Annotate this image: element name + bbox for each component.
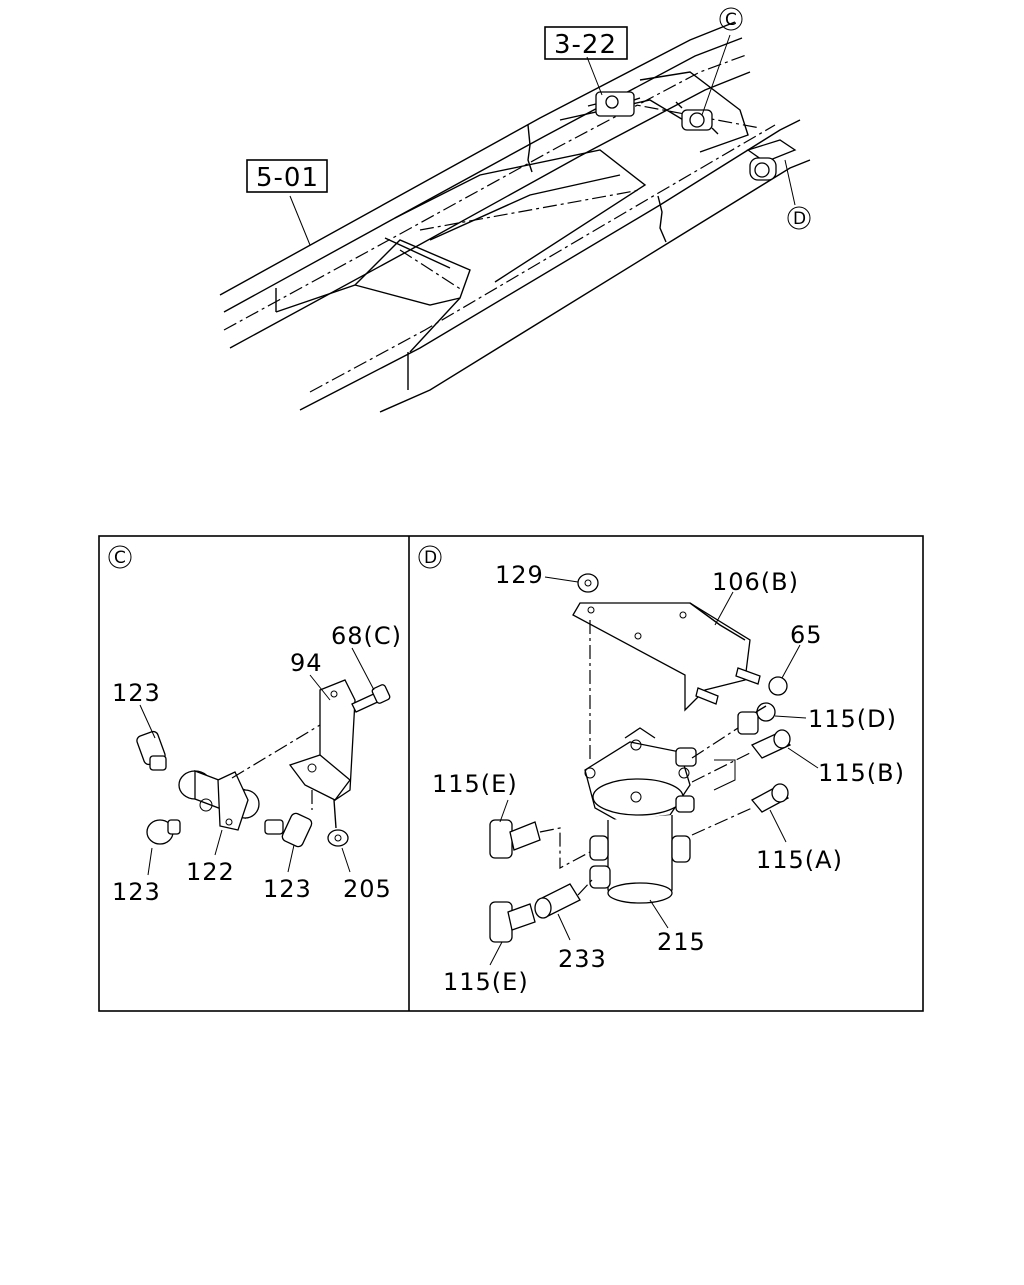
panel-d-marker: D — [418, 545, 442, 569]
detail-marker-d[interactable]: D — [787, 206, 811, 230]
detail-frame — [98, 535, 924, 1012]
detail-marker-c[interactable]: C — [719, 7, 743, 31]
ref-5-01-label: 5-01 — [256, 163, 319, 193]
fitting-115e-top — [489, 819, 541, 859]
bracket-94 — [288, 679, 356, 801]
callout-115e-bottom: 115(E) — [443, 968, 529, 996]
callout-129: 129 — [495, 561, 544, 589]
ref-box-3-22[interactable]: 3-22 — [544, 26, 628, 60]
callout-123-left: 123 — [112, 878, 161, 906]
callout-123-right: 123 — [263, 875, 312, 903]
callout-94: 94 — [290, 649, 323, 677]
panel-c: C — [108, 545, 402, 906]
callout-215: 215 — [657, 928, 706, 956]
callout-65: 65 — [790, 621, 823, 649]
callout-115b: 115(B) — [818, 759, 905, 787]
relay-valve-d-on-frame — [746, 139, 797, 181]
svg-text:C: C — [114, 548, 126, 568]
callout-123-top: 123 — [112, 679, 161, 707]
valve-body-122 — [178, 770, 260, 831]
nut-205 — [327, 799, 349, 847]
callout-115d: 115(D) — [808, 705, 897, 733]
nut-129 — [577, 573, 599, 614]
fitting-115a — [750, 783, 790, 813]
coupling-233 — [534, 883, 581, 919]
elbow-123-left — [146, 819, 181, 845]
nut-65 — [695, 667, 788, 705]
callout-233: 233 — [558, 945, 607, 973]
bracket-106b — [572, 602, 751, 712]
svg-text:D: D — [424, 548, 437, 568]
bolt-68c — [351, 684, 391, 713]
marker-d-letter: D — [793, 209, 806, 229]
callout-115e-top: 115(E) — [432, 770, 518, 798]
callout-68c: 68(C) — [331, 622, 402, 650]
panel-c-marker: C — [108, 545, 132, 569]
component-3-22-on-frame — [587, 91, 641, 117]
ref-3-22-label: 3-22 — [554, 30, 617, 60]
callout-122: 122 — [186, 858, 235, 886]
marker-c-letter: C — [725, 10, 737, 30]
callout-106b: 106(B) — [712, 568, 799, 596]
ref-box-5-01[interactable]: 5-01 — [246, 159, 328, 193]
fitting-115b — [750, 729, 792, 759]
fitting-115d — [737, 702, 776, 735]
panel-d: D — [418, 545, 905, 996]
valve-c-on-frame — [675, 101, 719, 135]
fitting-115e-bottom — [489, 901, 536, 943]
callout-115a: 115(A) — [756, 846, 843, 874]
elbow-123-right — [264, 812, 313, 848]
relay-valve-215 — [584, 727, 697, 904]
callout-205: 205 — [343, 875, 392, 903]
elbow-123-top — [136, 730, 167, 771]
chassis-frame-drawing — [219, 21, 811, 413]
